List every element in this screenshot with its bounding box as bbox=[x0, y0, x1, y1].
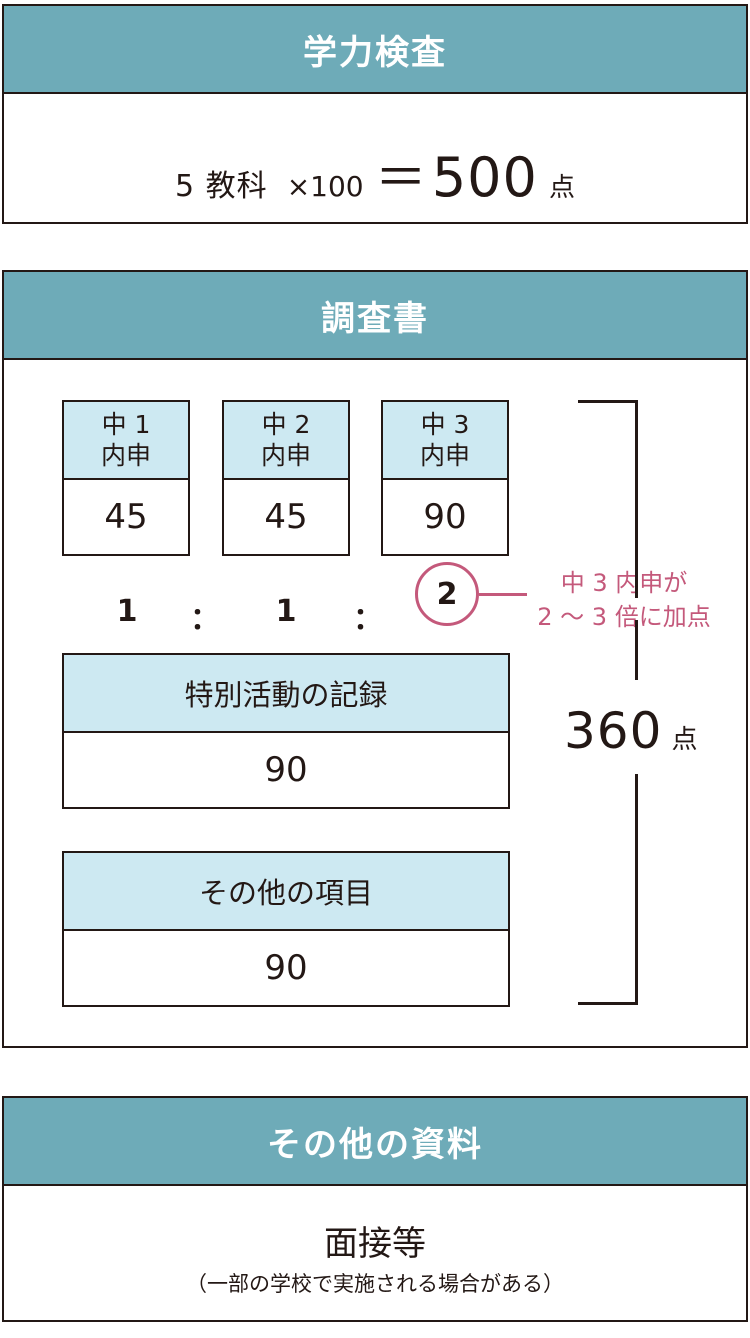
grade-2-year: 中 2 bbox=[261, 410, 311, 439]
academic-test-title: 学力検査 bbox=[4, 6, 746, 94]
grade-2-box: 中 2 内申 45 bbox=[222, 400, 350, 556]
bracket-bottom bbox=[578, 1002, 638, 1005]
other-materials-title: その他の資料 bbox=[4, 1098, 746, 1186]
report-card-total-unit: 点 bbox=[671, 725, 698, 755]
callout-line-1: 中 3 内申が bbox=[560, 569, 688, 597]
bracket-lower-line bbox=[635, 774, 638, 1005]
callout-connector bbox=[479, 593, 527, 596]
grade-3-box: 中 3 内申 90 bbox=[381, 400, 509, 556]
report-card-total: 360 点 bbox=[564, 702, 750, 760]
report-card-total-value: 360 bbox=[564, 702, 663, 760]
callout-line-2: 2 ～ 3 倍に加点 bbox=[537, 603, 711, 631]
special-activities-label: 特別活動の記録 bbox=[64, 655, 508, 733]
bracket-top bbox=[578, 400, 638, 403]
ratio-grade-2: 1 bbox=[275, 594, 297, 629]
formula-equals: ＝ bbox=[374, 149, 427, 209]
report-card-panel: 調査書 中 1 内申 45 中 2 内申 45 中 3 内申 90 1 ： 1 … bbox=[2, 270, 748, 1048]
other-items-label: その他の項目 bbox=[64, 853, 508, 931]
bracket-middle-line bbox=[635, 620, 638, 680]
ratio-grade-1: 1 bbox=[116, 594, 138, 629]
ratio-grade-3-highlight: 2 bbox=[415, 562, 479, 626]
grade-1-label: 内申 bbox=[100, 441, 151, 470]
ratio-separator-2: ： bbox=[353, 602, 383, 637]
grade-2-value: 45 bbox=[264, 497, 308, 537]
grade-3-value: 90 bbox=[423, 497, 467, 537]
special-activities-box: 特別活動の記録 90 bbox=[62, 653, 510, 809]
grade-2-header: 中 2 内申 bbox=[224, 402, 348, 480]
formula-subjects: 5 教科 bbox=[174, 169, 268, 204]
special-activities-value: 90 bbox=[264, 750, 308, 790]
other-materials-panel: その他の資料 面接等 （一部の学校で実施される場合がある） bbox=[2, 1096, 748, 1322]
other-materials-note: （一部の学校で実施される場合がある） bbox=[186, 1272, 564, 1296]
grade-1-value: 45 bbox=[104, 497, 148, 537]
academic-test-formula: 5 教科 ×100 ＝ 500 点 bbox=[4, 136, 746, 211]
formula-unit: 点 bbox=[548, 173, 575, 203]
grade-1-box: 中 1 内申 45 bbox=[62, 400, 190, 556]
formula-total: 500 bbox=[431, 146, 538, 209]
ratio-separator-1: ： bbox=[190, 602, 220, 637]
other-items-value: 90 bbox=[264, 948, 308, 988]
grade-3-year: 中 3 bbox=[420, 410, 470, 439]
bracket-upper-line bbox=[635, 400, 638, 598]
grade-1-header: 中 1 内申 bbox=[64, 402, 188, 480]
grade-3-header: 中 3 内申 bbox=[383, 402, 507, 480]
grade-1-year: 中 1 bbox=[101, 410, 151, 439]
report-card-title: 調査書 bbox=[4, 272, 746, 360]
grade-3-label: 内申 bbox=[419, 441, 470, 470]
other-materials-main: 面接等 bbox=[324, 1224, 426, 1264]
grade-2-label: 内申 bbox=[260, 441, 311, 470]
ratio-grade-3: 2 bbox=[436, 576, 458, 612]
other-items-box: その他の項目 90 bbox=[62, 851, 510, 1007]
grade-3-weight-callout: 中 3 内申が 2 ～ 3 倍に加点 bbox=[524, 566, 724, 634]
academic-test-panel: 学力検査 5 教科 ×100 ＝ 500 点 bbox=[2, 4, 748, 224]
formula-multiplier: ×100 bbox=[286, 170, 364, 203]
